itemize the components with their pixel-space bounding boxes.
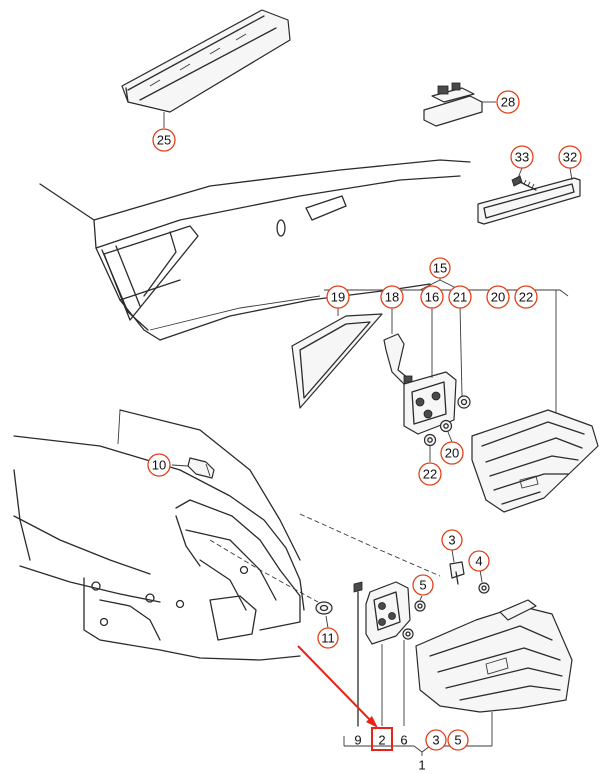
license-lamp-part	[423, 82, 483, 127]
callout-20-mid: 20	[440, 441, 464, 465]
callout-3-upper: 3	[441, 529, 463, 551]
callout-19: 19	[326, 285, 350, 309]
svg-text:22: 22	[519, 290, 533, 305]
callout-22-mid: 22	[418, 462, 442, 486]
svg-text:4: 4	[475, 554, 482, 569]
svg-text:15: 15	[433, 261, 447, 276]
nut-21	[457, 395, 471, 409]
svg-text:2: 2	[378, 733, 385, 748]
svg-text:10: 10	[152, 458, 166, 473]
callout-15: 15	[429, 257, 451, 279]
callout-32: 32	[558, 145, 582, 169]
svg-text:20: 20	[491, 290, 505, 305]
callout-25: 25	[152, 128, 176, 152]
washer-4	[478, 582, 490, 594]
label-6: 6	[400, 733, 407, 748]
label-2-highlighted: 2	[371, 727, 393, 751]
svg-text:20: 20	[445, 446, 459, 461]
callout-18: 18	[380, 285, 404, 309]
svg-text:32: 32	[563, 150, 577, 165]
bulb-holder-16	[403, 371, 457, 435]
bolt-3	[449, 561, 465, 585]
nut-20	[439, 419, 453, 433]
callout-16: 16	[420, 285, 444, 309]
grommet-11	[315, 601, 333, 615]
svg-text:28: 28	[501, 95, 515, 110]
nut-6	[402, 628, 414, 640]
label-1: 1	[418, 758, 425, 773]
trunk-lid	[39, 159, 471, 341]
reflector-part	[477, 177, 581, 225]
callout-4: 4	[468, 550, 490, 572]
screw-9	[353, 581, 363, 727]
callout-5-lower: 5	[447, 729, 469, 751]
callout-21: 21	[448, 285, 472, 309]
svg-text:18: 18	[385, 290, 399, 305]
label-9: 9	[354, 733, 361, 748]
seal-19	[291, 313, 383, 409]
svg-text:22: 22	[423, 467, 437, 482]
svg-text:9: 9	[354, 733, 361, 748]
svg-text:19: 19	[331, 290, 345, 305]
nut-5-upper	[414, 600, 426, 612]
svg-text:1: 1	[418, 758, 425, 773]
svg-text:6: 6	[400, 733, 407, 748]
svg-text:3: 3	[432, 733, 439, 748]
group-bracket-1	[343, 712, 493, 756]
svg-text:33: 33	[515, 150, 529, 165]
highlight-arrow	[297, 645, 378, 728]
bulb-carrier-2	[365, 581, 411, 645]
inner-tail-light	[471, 409, 599, 513]
callout-3-lower: 3	[425, 729, 447, 751]
svg-text:11: 11	[321, 631, 335, 646]
callout-5-upper: 5	[412, 574, 434, 596]
sensor-10	[187, 457, 215, 479]
svg-text:5: 5	[454, 733, 461, 748]
svg-text:21: 21	[453, 290, 467, 305]
callout-28: 28	[496, 90, 520, 114]
svg-text:5: 5	[419, 578, 426, 593]
callout-11: 11	[317, 627, 339, 649]
nut-22	[423, 433, 437, 447]
brake-light-part	[121, 9, 291, 113]
outer-tail-light	[415, 599, 573, 713]
rear-body	[13, 409, 305, 661]
svg-text:3: 3	[448, 533, 455, 548]
callout-22-top: 22	[514, 285, 538, 309]
screw-33	[511, 175, 537, 191]
callout-20-top: 20	[486, 285, 510, 309]
callout-10: 10	[147, 453, 171, 477]
connector-18	[383, 333, 413, 385]
svg-text:16: 16	[425, 290, 439, 305]
svg-text:25: 25	[157, 133, 171, 148]
callout-33: 33	[510, 145, 534, 169]
